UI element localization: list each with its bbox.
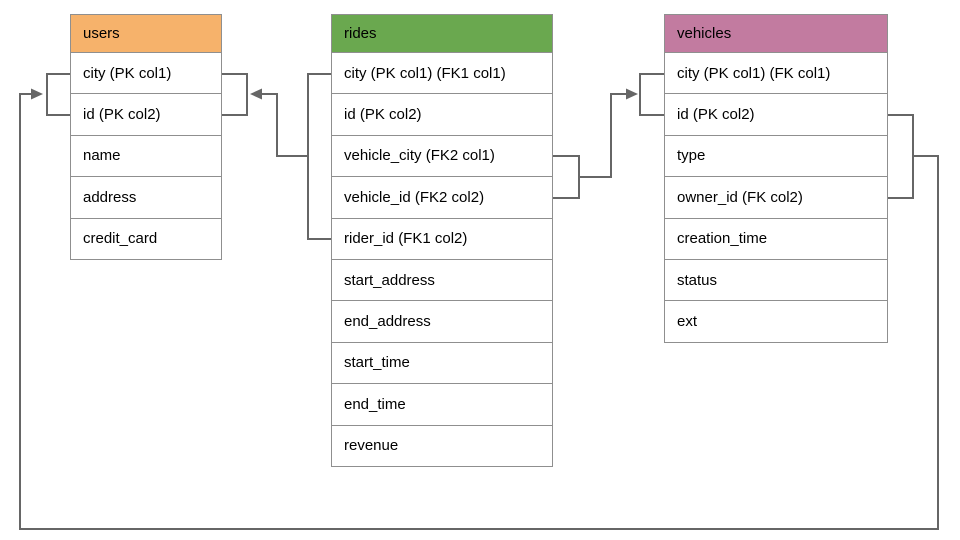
table-vehicles: vehicles city (PK col1) (FK col1)id (PK … (664, 14, 888, 343)
column-row: ext (664, 301, 888, 343)
fk-vehicles-users-arrowhead (31, 88, 43, 100)
vehicles-right-bracket (888, 114, 914, 199)
table-users-header: users (70, 14, 222, 53)
fk1-rides-users-line (262, 93, 308, 157)
column-row: creation_time (664, 218, 888, 260)
column-row: end_address (331, 301, 553, 343)
fk-vehicles-users-line (19, 93, 939, 530)
column-row: city (PK col1) (FK1 col1) (331, 53, 553, 95)
fk2-rides-vehicles-arrowhead (626, 88, 638, 100)
column-row: vehicle_id (FK2 col2) (331, 177, 553, 219)
column-row: city (PK col1) (FK col1) (664, 53, 888, 95)
column-row: start_time (331, 342, 553, 385)
column-row: start_address (331, 259, 553, 302)
column-row: vehicle_city (FK2 col1) (331, 135, 553, 178)
column-row: rider_id (FK1 col2) (331, 218, 553, 260)
rides-right-bracket (553, 155, 580, 199)
fk2-rides-vehicles-line (579, 93, 626, 178)
fk1-rides-users-arrowhead (250, 88, 262, 100)
column-row: credit_card (70, 218, 222, 260)
column-row: id (PK col2) (664, 94, 888, 136)
column-row: id (PK col2) (331, 94, 553, 136)
column-row: name (70, 135, 222, 178)
rides-left-bracket (307, 73, 331, 240)
column-row: type (664, 135, 888, 178)
column-row: revenue (331, 425, 553, 467)
users-right-bracket (222, 73, 248, 116)
users-left-bracket (46, 73, 70, 116)
column-row: end_time (331, 384, 553, 426)
column-row: status (664, 259, 888, 302)
table-rides-rows: city (PK col1) (FK1 col1)id (PK col2)veh… (331, 53, 553, 467)
column-row: owner_id (FK col2) (664, 177, 888, 219)
table-vehicles-header: vehicles (664, 14, 888, 53)
column-row: id (PK col2) (70, 94, 222, 136)
table-rides-header: rides (331, 14, 553, 53)
column-row: city (PK col1) (70, 53, 222, 95)
table-rides: rides city (PK col1) (FK1 col1)id (PK co… (331, 14, 553, 467)
column-row: address (70, 177, 222, 219)
table-vehicles-rows: city (PK col1) (FK col1)id (PK col2)type… (664, 53, 888, 343)
vehicles-left-bracket (639, 73, 664, 116)
